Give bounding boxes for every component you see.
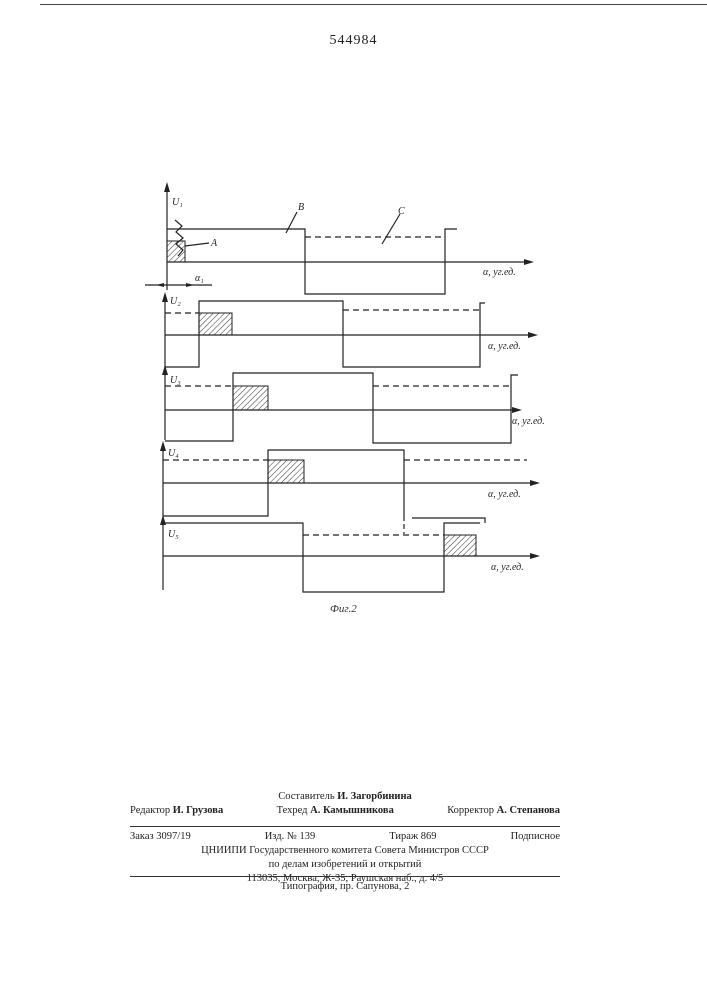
u4-axis-arrow-right [530, 480, 540, 486]
u5-label: U₅ [168, 529, 179, 540]
u3-axis-arrow-right [512, 407, 522, 413]
subscription: Подписное [511, 830, 560, 844]
corrector-label: Корректор [447, 805, 494, 816]
alpha1-arrow-left [156, 283, 164, 287]
editor-name: И. Грузова [173, 805, 223, 816]
printer-line: Типография, пр. Сапунова, 2 [130, 880, 560, 894]
u1-axis-arrow [164, 182, 170, 192]
publication-block: Заказ 3097/19 Изд. № 139 Тираж 869 Подпи… [130, 830, 560, 886]
printer-block: Типография, пр. Сапунова, 2 [130, 880, 560, 894]
techred-label: Техред [277, 805, 308, 816]
waveform-figure: U₁ U₂ U₃ U₄ U₅ B C A α₁ α, уг.ед. α, уг.… [0, 0, 707, 640]
publication-row: Заказ 3097/19 Изд. № 139 Тираж 869 Подпи… [130, 830, 560, 844]
editor-label: Редактор [130, 805, 170, 816]
u1-axis-label: α, уг.ед. [483, 267, 516, 278]
org-line-1: ЦНИИПИ Государственного комитета Совета … [130, 844, 560, 858]
compiler-label: Составитель [278, 791, 334, 802]
alpha1-arrow-right [186, 283, 194, 287]
credits-divider-top [130, 826, 560, 827]
u1-axis-arrow-right [524, 259, 534, 265]
label-b-leader [286, 212, 297, 233]
u3-waveform [165, 373, 518, 443]
u4-label: U₄ [168, 448, 179, 459]
u2-hatched-area [199, 313, 232, 335]
u3-label: U₃ [170, 375, 181, 386]
label-b: B [298, 202, 304, 213]
u5-waveform [163, 523, 480, 592]
label-c: C [398, 206, 405, 217]
u4-axis-arrow [160, 441, 166, 451]
u1-label: U₁ [172, 197, 183, 208]
compiler-line: Составитель И. Загорбинина [130, 790, 560, 804]
u4-axis-label: α, уг.ед. [488, 489, 521, 500]
figure-caption: Фиг.2 [330, 603, 357, 615]
org-line-2: по делам изобретений и открытий [130, 858, 560, 872]
u5-axis-label: α, уг.ед. [491, 562, 524, 573]
compiler-name: И. Загорбинина [337, 791, 412, 802]
label-alpha1: α₁ [195, 273, 204, 284]
techred-name: А. Камышникова [310, 805, 394, 816]
u5-hatched-area [444, 535, 476, 556]
edition-number: Изд. № 139 [265, 830, 316, 844]
label-c-leader [382, 214, 400, 244]
u3-hatched-area [233, 386, 268, 410]
label-a-leader [185, 243, 209, 246]
u1-hatched-area [167, 241, 185, 262]
u4-tail [412, 518, 485, 523]
corrector-name: А. Степанова [497, 805, 560, 816]
label-a: A [210, 238, 218, 249]
u3-axis-label: α, уг.ед. [512, 416, 545, 427]
print-run: Тираж 869 [389, 830, 436, 844]
u2-axis-arrow-right [528, 332, 538, 338]
u2-label: U₂ [170, 296, 181, 307]
u2-axis-label: α, уг.ед. [488, 341, 521, 352]
order-number: Заказ 3097/19 [130, 830, 191, 844]
u5-axis-arrow-right [530, 553, 540, 559]
u4-hatched-area [268, 460, 304, 483]
credits-block: Составитель И. Загорбинина Редактор И. Г… [130, 790, 560, 818]
u2-axis-arrow [162, 292, 168, 302]
staff-row: Редактор И. Грузова Техред А. Камышников… [130, 804, 560, 818]
credits-divider-bottom [130, 876, 560, 877]
